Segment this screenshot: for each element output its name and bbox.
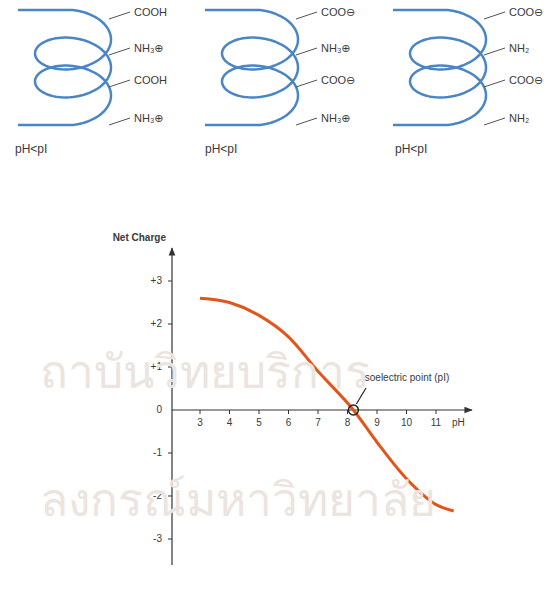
tick-label: 9: [372, 417, 382, 429]
leader-line: [109, 48, 130, 55]
tick: [168, 453, 172, 454]
tick-label: 11: [429, 417, 443, 429]
condition-caption: pH<pI: [395, 143, 427, 157]
tick-label: 10: [399, 417, 414, 429]
group-label: NH₃⊕: [134, 42, 164, 55]
leader-line: [296, 80, 317, 87]
tick-label: +3: [151, 275, 162, 287]
tick-label: 7: [313, 417, 323, 429]
leader-line: [109, 80, 130, 87]
condition-caption: pH<pI: [205, 143, 237, 157]
tick: [436, 410, 437, 414]
axis-title: Net Charge: [113, 232, 166, 244]
tick: [200, 410, 201, 414]
tick: [168, 281, 172, 282]
tick-label: 8: [343, 417, 353, 429]
tick-label: -1: [153, 447, 162, 459]
tick-label: -3: [153, 533, 162, 545]
callout-label: Isoelectric point (pI): [362, 372, 449, 384]
tick-label: +2: [151, 318, 162, 330]
leader-line: [296, 118, 317, 125]
group-label: COOH: [134, 74, 167, 87]
tick-label: 3: [195, 417, 205, 429]
tick: [318, 410, 319, 414]
leader-line: [109, 118, 130, 125]
axis-title: pH: [452, 417, 465, 429]
group-label: COO⊖: [321, 74, 355, 87]
x-axis: [172, 409, 472, 410]
leader-line: [296, 48, 317, 55]
group-label: NH₂: [509, 112, 529, 125]
tick-label: 6: [284, 417, 294, 429]
tick: [377, 410, 378, 414]
group-label: COO⊖: [509, 6, 543, 19]
leader-line: [484, 80, 505, 87]
tick: [229, 410, 230, 414]
leader-line: [484, 118, 505, 125]
tick-label: 0: [156, 404, 162, 416]
group-label: NH₃⊕: [134, 112, 164, 125]
group-label: NH₃⊕: [321, 42, 351, 55]
protein-helix: [393, 10, 486, 125]
leader-line: [109, 12, 130, 19]
tick-label: 4: [225, 417, 235, 429]
tick: [288, 410, 289, 414]
protein-helix: [18, 10, 111, 125]
pi-marker: [348, 405, 358, 415]
tick: [259, 410, 260, 414]
group-label: NH₂: [509, 42, 529, 55]
group-label: COO⊖: [321, 6, 355, 19]
leader-line: [484, 12, 505, 19]
leader-line: [296, 12, 317, 19]
condition-caption: pH<pI: [15, 143, 47, 157]
tick: [168, 539, 172, 540]
group-label: COO⊖: [509, 74, 543, 87]
watermark: ถาบันวิทยบริการ: [40, 346, 370, 399]
leader-line: [484, 48, 505, 55]
protein-helix: [205, 10, 298, 125]
tick-label: 5: [254, 417, 264, 429]
tick: [406, 410, 407, 414]
watermark: ลงกรณ์มหาวิทยาลัย: [40, 474, 436, 527]
group-label: COOH: [134, 6, 167, 19]
group-label: NH₃⊕: [321, 112, 351, 125]
tick: [168, 324, 172, 325]
